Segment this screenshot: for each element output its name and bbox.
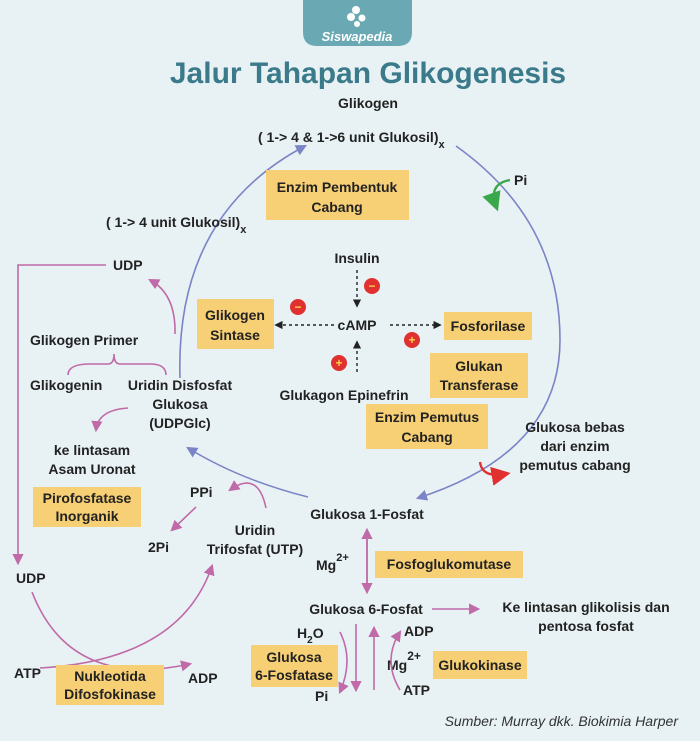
adp-bottom-label: ADP — [404, 623, 434, 639]
primer-brace — [67, 353, 167, 376]
svg-text:Fosforilase: Fosforilase — [451, 318, 526, 334]
svg-text:+: + — [335, 356, 342, 370]
glikolisis-line1: Ke lintasan glikolisis dan — [502, 599, 669, 615]
svg-text:Enzim Pembentuk: Enzim Pembentuk — [277, 179, 398, 195]
h2o-pi-curve — [338, 631, 349, 695]
asam-uronat-line2: Asam Uronat — [48, 461, 135, 477]
glukosa-bebas-line2: dari enzim — [540, 438, 609, 454]
svg-text:Sintase: Sintase — [210, 327, 260, 343]
main-cycle — [179, 144, 561, 501]
pi-release-arrow — [482, 178, 511, 212]
udp-top-label: UDP — [113, 257, 143, 273]
svg-text:Nukleotida: Nukleotida — [74, 668, 146, 684]
glikogen-primer-label: Glikogen Primer — [30, 332, 139, 348]
minus-badge-sintase: − — [290, 299, 306, 315]
svg-text:Glikogen: Glikogen — [205, 307, 265, 323]
adp-left-label: ADP — [188, 670, 218, 686]
brand-name: Siswapedia — [322, 29, 393, 44]
enzyme-glukokinase: Glukokinase — [433, 651, 527, 679]
glukosa-1-fosfat-label: Glukosa 1-Fosfat — [310, 506, 424, 522]
svg-text:Inorganik: Inorganik — [55, 508, 118, 524]
svg-text:Pirofosfatase: Pirofosfatase — [43, 490, 132, 506]
brand-badge: Siswapedia — [303, 0, 412, 46]
utp-line1: Uridin — [235, 522, 275, 538]
udp-to-adp-curve — [31, 591, 193, 672]
atp-adp-curve — [390, 630, 402, 691]
svg-text:Cabang: Cabang — [401, 429, 452, 445]
svg-text:6-Fosfatase: 6-Fosfatase — [255, 667, 333, 683]
enzyme-fosfoglukomutase: Fosfoglukomutase — [375, 551, 523, 578]
utp-to-ppi-arrow — [228, 480, 267, 509]
camp-label: cAMP — [338, 317, 377, 333]
asam-uronat-line1: ke lintasam — [54, 442, 130, 458]
utp-line2: Trifosfat (UTP) — [207, 541, 303, 557]
udpglc-line1: Uridin Disfosfat — [128, 377, 233, 393]
atp-bottom-label: ATP — [403, 682, 430, 698]
page-title: Jalur Tahapan Glikogenesis — [170, 57, 566, 90]
glukosa-6-fosfat-label: Glukosa 6-Fosfat — [309, 601, 423, 617]
glikolisis-line2: pentosa fosfat — [538, 618, 634, 634]
brand-logo-icon — [347, 6, 366, 27]
h2o-label: H2O — [297, 625, 324, 646]
glikogen-label: Glikogen — [338, 95, 398, 111]
atp-to-utp-curve — [39, 563, 215, 669]
enzyme-glikogen-sintase: Glikogen Sintase — [197, 299, 274, 349]
svg-text:Glukan: Glukan — [455, 358, 502, 374]
mg-label: Mg2+ — [316, 552, 349, 573]
two-pi-label: 2Pi — [148, 539, 169, 555]
svg-text:+: + — [408, 333, 415, 347]
glukosa-bebas-line3: pemutus cabang — [519, 457, 630, 473]
enzyme-pembentuk-cabang: Enzim Pembentuk Cabang — [266, 170, 409, 220]
top-bond-label: ( 1-> 4 & 1->6 unit Glukosil)x — [258, 129, 445, 151]
enzyme-pirofosfatase: Pirofosfatase Inorganik — [33, 487, 141, 527]
enzyme-glukosa-6-fosfatase: Glukosa 6-Fosfatase — [251, 645, 338, 687]
glukosa-bebas-line1: Glukosa bebas — [525, 419, 625, 435]
enzyme-fosforilase: Fosforilase — [444, 312, 532, 340]
svg-text:Glukokinase: Glukokinase — [438, 657, 521, 673]
minus-badge-insulin: − — [364, 278, 380, 294]
udp-return-line — [12, 264, 106, 566]
plus-badge-glukagon: + — [331, 355, 347, 371]
ppi-to-2pi-arrow — [170, 506, 197, 532]
glukosa-bebas-arrow — [478, 461, 511, 486]
to-asam-uronat-arrow — [91, 407, 129, 433]
glukagon-label: Glukagon Epinefrin — [279, 387, 408, 403]
mg2-label: Mg2+ — [387, 649, 421, 673]
source-credit: Sumber: Murray dkk. Biokimia Harper — [445, 713, 680, 729]
enzyme-nukleotida-difosfokinase: Nukleotida Difosfokinase — [56, 665, 164, 705]
svg-text:Fosfoglukomutase: Fosfoglukomutase — [387, 556, 512, 572]
svg-text:Enzim Pemutus: Enzim Pemutus — [375, 409, 479, 425]
svg-text:−: − — [368, 279, 375, 293]
udp-bottom-label: UDP — [16, 570, 46, 586]
atp-left-label: ATP — [14, 665, 41, 681]
svg-text:Cabang: Cabang — [311, 199, 362, 215]
svg-text:Glukosa: Glukosa — [266, 649, 321, 665]
ppi-label: PPi — [190, 484, 213, 500]
glikogenin-label: Glikogenin — [30, 377, 102, 393]
udpglc-line2: Glukosa — [152, 396, 207, 412]
udpglc-line3: (UDPGlc) — [149, 415, 210, 431]
left-bond-label: ( 1-> 4 unit Glukosil)x — [106, 214, 247, 236]
svg-text:Difosfokinase: Difosfokinase — [64, 686, 156, 702]
enzyme-pemutus-cabang: Enzim Pemutus Cabang — [366, 404, 488, 449]
insulin-label: Insulin — [334, 250, 379, 266]
enzyme-glukan-transferase: Glukan Transferase — [430, 353, 528, 398]
primer-to-udp-arrow — [148, 278, 176, 335]
pi-bottom-label: Pi — [315, 688, 328, 704]
svg-text:−: − — [294, 300, 301, 314]
pi-top-label: Pi — [514, 172, 527, 188]
plus-badge-fosforilase: + — [404, 332, 420, 348]
svg-text:Transferase: Transferase — [440, 377, 519, 393]
